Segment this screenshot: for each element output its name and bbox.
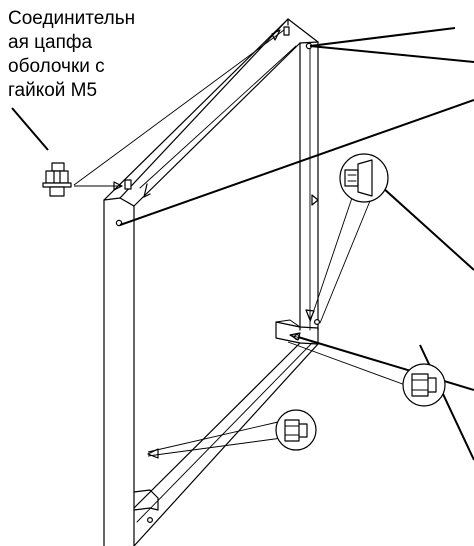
door-frame xyxy=(103,18,319,546)
leader-lines xyxy=(11,27,474,461)
frame-holes xyxy=(115,26,321,523)
bolt-detail-icon xyxy=(275,409,317,451)
stud-detail-icon xyxy=(339,153,389,203)
stud-callout-label: Соединительн ая цапфа оболочки с гайкой … xyxy=(8,8,136,101)
hex-nut-icon xyxy=(42,162,72,197)
bolt-detail-icon xyxy=(402,363,446,407)
